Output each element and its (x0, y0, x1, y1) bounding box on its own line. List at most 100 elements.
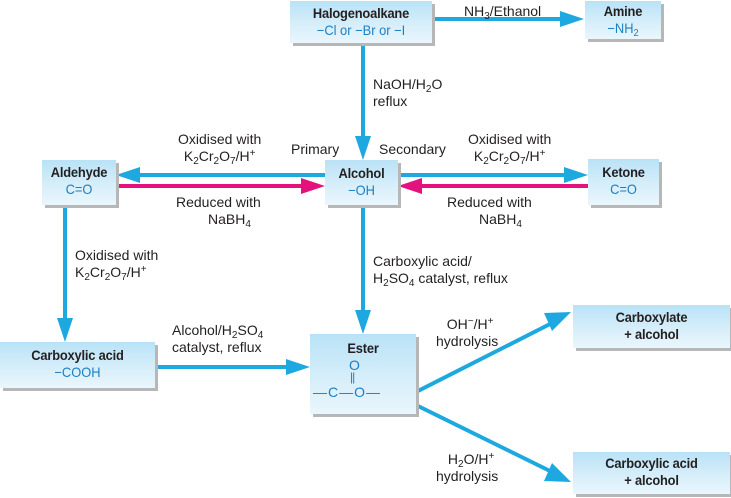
node-line2: + alcohol (624, 472, 679, 488)
arrow-ester-to-carboxylic-acid-alcohol (415, 403, 553, 474)
label-text: O/H (463, 451, 489, 467)
arrowhead-ketone (564, 167, 588, 183)
arrowhead-aldehyde (116, 167, 140, 183)
label-superscript: + (539, 148, 546, 159)
node-title: Ester (347, 340, 379, 356)
label-text: H (447, 451, 459, 467)
label-subscript: 2 (84, 272, 90, 283)
label-text: Cr (488, 148, 504, 164)
label-text: O (431, 76, 443, 92)
label-text: SO (388, 270, 409, 286)
node-halogenoalkane: Halogenoalkane −Cl or −Br or −I (290, 1, 432, 43)
label-line2: K2Cr2O7/H+ (468, 148, 551, 167)
label-line2: hydrolysis (436, 333, 499, 349)
group-main: −NH (607, 20, 634, 36)
label-line2: H2SO4 catalyst, reflux (373, 270, 508, 289)
node-aldehyde: Aldehyde C=O (42, 160, 116, 205)
label-line1: Alcohol/H2SO4 (172, 322, 264, 341)
node-title: Aldehyde (50, 164, 108, 180)
label-text: NaOH/H (373, 76, 426, 92)
label-line1: Oxidised with (468, 131, 552, 147)
ester-chain: —C—O— (313, 384, 381, 400)
label-line2: hydrolysis (436, 468, 499, 484)
label-line1: NaOH/H2O (373, 76, 443, 95)
label-subscript: 4 (516, 219, 522, 230)
label-text: K (183, 148, 194, 164)
label-subscript: 2 (383, 278, 389, 289)
label-text: /H (473, 316, 488, 332)
label-h2o-hydrolysis: H2O/H+ hydrolysis (436, 451, 498, 485)
label-subscript: 2 (193, 156, 199, 167)
functional-group: −COOH (54, 364, 101, 380)
node-title: Amine (603, 3, 643, 19)
label-line1: Carboxylic acid/ (373, 253, 472, 269)
label-subscript: 2 (483, 156, 489, 167)
arrowhead-carboxylate (544, 312, 571, 331)
node-title: Alcohol (338, 165, 385, 181)
ester-structure: O || —C—O— (310, 357, 416, 401)
label-oxidised-carboxylic-acid: Oxidised with K2Cr2O7/H+ (75, 247, 159, 283)
node-title: Carboxylic acid (31, 347, 124, 363)
label-text: O (219, 148, 230, 164)
label-line2: NaBH4 (176, 211, 261, 230)
arrowhead-carboxylic-acid (57, 318, 73, 342)
label-subscript: 7 (121, 272, 127, 283)
node-title: Ketone (602, 164, 645, 180)
node-line2: + alcohol (624, 326, 679, 342)
label-subscript: 4 (245, 219, 251, 230)
label-subscript: 4 (408, 278, 415, 289)
node-title: Halogenoalkane (312, 5, 410, 21)
arrowhead-amine (560, 11, 584, 27)
label-text: O (110, 264, 122, 280)
functional-group: −Cl or −Br or −I (316, 22, 406, 38)
node-line1: Carboxylate (615, 309, 688, 325)
label-subscript: 7 (520, 156, 526, 167)
label-text: /H (126, 264, 141, 280)
node-ketone: Ketone C=O (588, 159, 659, 205)
label-line2: NaBH4 (447, 211, 532, 230)
label-primary: Primary (291, 141, 340, 157)
arrowhead-ester-left (286, 359, 310, 375)
label-subscript: 4 (257, 330, 264, 341)
arrow-ester-to-carboxylate (415, 321, 553, 394)
ester-carbonyl-oxygen: O (349, 357, 360, 373)
label-line2: K2Cr2O7/H+ (178, 148, 261, 167)
arrowhead-alcohol-right (398, 178, 422, 194)
label-oh-hydrolysis: OH−/H+ hydrolysis (436, 316, 498, 350)
label-subscript: 2 (503, 156, 510, 167)
label-superscript: − (467, 316, 474, 327)
functional-group: −NH2 (588, 20, 658, 39)
label-superscript: + (487, 316, 494, 327)
group-subscript: 2 (633, 28, 639, 39)
label-text: /H (235, 148, 250, 164)
label-subscript: 2 (213, 156, 220, 167)
label-oxidised-aldehyde: Oxidised with K2Cr2O7/H+ (178, 131, 261, 167)
label-line1: Oxidised with (75, 247, 159, 263)
label-text: NaBH (207, 211, 246, 227)
label-text: H (373, 270, 384, 286)
label-text: NH (464, 3, 485, 19)
label-text: catalyst, reflux (414, 270, 508, 286)
label-text: Cr (89, 264, 105, 280)
label-subscript: 3 (484, 11, 490, 22)
label-carboxylic-acid-catalyst: Carboxylic acid/ H2SO4 catalyst, reflux (373, 253, 508, 289)
node-ester: Ester O || —C—O— (310, 334, 416, 414)
node-carboxylic-acid-alcohol: Carboxylic acid + alcohol (573, 452, 730, 494)
label-line1: H2O/H+ (436, 451, 498, 470)
functional-group: C=O (65, 181, 93, 197)
label-text: SO (237, 322, 258, 338)
label-secondary: Secondary (379, 141, 446, 157)
label-subscript: 2 (231, 330, 238, 341)
label-superscript: + (249, 148, 256, 159)
functional-group: −OH (348, 182, 375, 198)
label-subscript: 2 (425, 84, 432, 95)
label-text: OH (446, 316, 468, 332)
node-carboxylic-acid: Carboxylic acid −COOH (0, 342, 155, 388)
arrowhead-alcohol-left (301, 178, 325, 194)
label-text: K (75, 264, 85, 280)
label-reduced-ketone: Reduced with NaBH4 (447, 194, 532, 230)
label-line2: K2Cr2O7/H+ (75, 264, 158, 283)
label-line2: reflux (373, 93, 408, 109)
label-superscript: + (488, 451, 495, 462)
